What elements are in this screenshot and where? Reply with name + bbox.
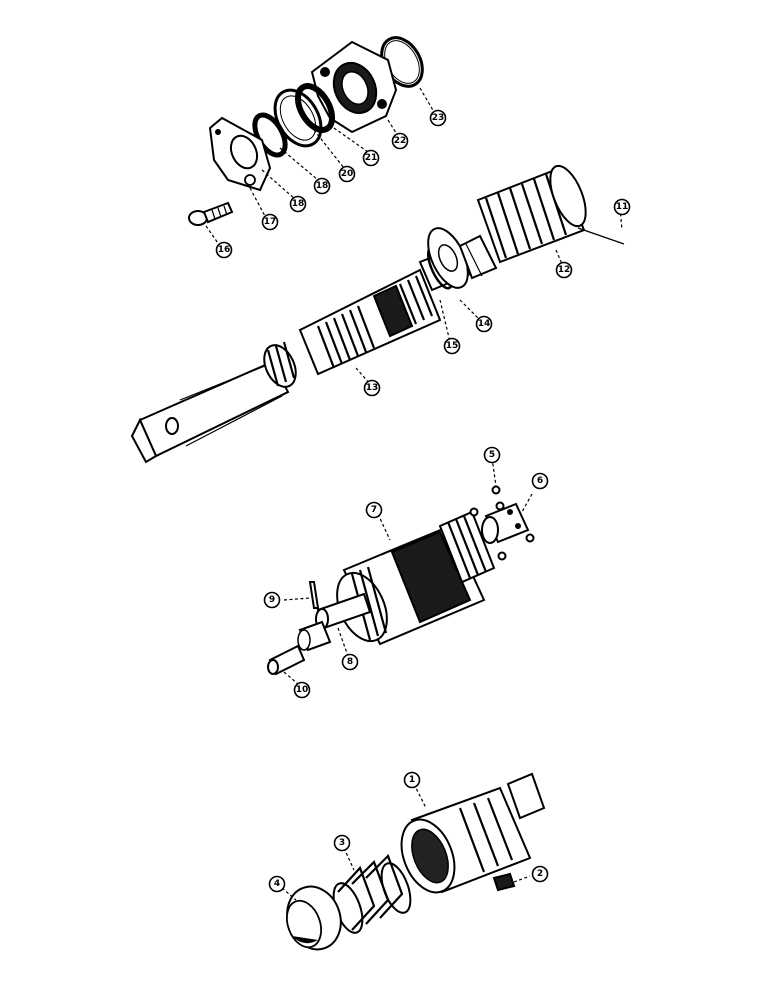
spring-12	[476, 164, 587, 264]
nut-1	[400, 772, 546, 894]
callout-13: 13	[363, 379, 381, 397]
sleeve	[297, 620, 332, 652]
callout-21: 21	[362, 149, 380, 167]
callout-2: 2	[531, 865, 549, 883]
callout-17: 17	[261, 213, 279, 231]
callout-14: 14	[475, 315, 493, 333]
svg-text:18: 18	[292, 199, 305, 209]
callout-15: 15	[443, 337, 461, 355]
svg-text:9: 9	[269, 595, 275, 605]
flange-22	[310, 40, 398, 134]
callout-6: 6	[531, 472, 549, 490]
callout-3: 3	[333, 834, 351, 852]
leader-lines	[205, 87, 623, 901]
callout-5: 5	[483, 446, 501, 464]
callout-1: 1	[403, 771, 421, 789]
svg-text:6: 6	[537, 476, 543, 486]
svg-text:21: 21	[365, 153, 378, 163]
svg-text:1: 1	[409, 775, 415, 785]
svg-text:2: 2	[537, 869, 543, 879]
callout-11: 11	[613, 198, 631, 216]
callout-18: 18	[289, 195, 307, 213]
svg-text:14: 14	[478, 319, 491, 329]
screw-16	[188, 201, 234, 226]
callout-4: 4	[268, 875, 286, 893]
washer-21	[294, 83, 336, 133]
collar	[263, 341, 297, 388]
cage-6	[481, 502, 530, 544]
spool-shaft	[130, 360, 290, 464]
callout-20: 20	[338, 165, 356, 183]
valve-body-7	[336, 510, 496, 646]
rod	[458, 234, 498, 280]
balls-5	[469, 485, 535, 561]
pin-10	[267, 644, 306, 676]
svg-text:22: 22	[394, 136, 407, 146]
svg-text:5: 5	[489, 450, 495, 460]
pin-9	[308, 581, 320, 609]
cap-4	[285, 885, 342, 951]
svg-text:8: 8	[347, 657, 353, 667]
svg-text:3: 3	[339, 838, 345, 848]
svg-text:15: 15	[446, 341, 459, 351]
callout-8: 8	[341, 653, 359, 671]
svg-text:23: 23	[432, 113, 445, 123]
svg-text:4: 4	[274, 879, 280, 889]
callout-9: 9	[263, 591, 281, 609]
svg-text:7: 7	[371, 505, 377, 515]
svg-text:20: 20	[341, 169, 354, 179]
flange-17	[208, 116, 272, 192]
svg-text:17: 17	[264, 217, 277, 227]
svg-text:18: 18	[316, 181, 329, 191]
svg-text:16: 16	[218, 245, 231, 255]
setscrew-2	[492, 872, 516, 892]
svg-text:12: 12	[558, 265, 571, 275]
callout-22: 22	[391, 132, 409, 150]
callout-19: 18	[313, 177, 331, 195]
pin-11	[577, 227, 625, 245]
spring-3	[332, 854, 412, 934]
callout-16: 16	[215, 241, 233, 259]
callout-12: 12	[555, 261, 573, 279]
svg-text:10: 10	[296, 685, 309, 695]
callout-23: 23	[429, 109, 447, 127]
svg-text:11: 11	[616, 202, 629, 212]
callout-7: 7	[365, 501, 383, 519]
callout-10: 10	[293, 681, 311, 699]
svg-text:13: 13	[366, 383, 379, 393]
